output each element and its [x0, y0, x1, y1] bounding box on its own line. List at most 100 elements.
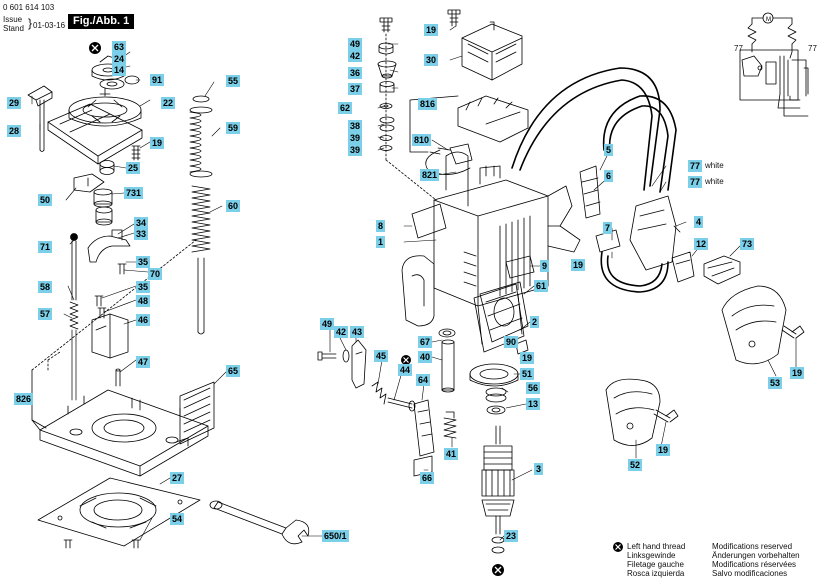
callout-38[interactable]: 38 — [348, 120, 363, 132]
housing-1 — [433, 151, 581, 307]
callout-23[interactable]: 23 — [504, 530, 519, 542]
dash-826-b — [31, 419, 41, 431]
callout-826[interactable]: 826 — [14, 393, 34, 405]
callout-57[interactable]: 57 — [38, 308, 53, 320]
callout-2[interactable]: 2 — [530, 316, 540, 328]
callout-24[interactable]: 24 — [112, 53, 127, 65]
callout-19-d[interactable]: 19 — [790, 367, 805, 379]
callout-650-1[interactable]: 650/1 — [322, 530, 349, 542]
callout-66[interactable]: 66 — [420, 472, 435, 484]
chip-guard-65 — [175, 381, 215, 447]
callout-5[interactable]: 5 — [604, 144, 614, 156]
callout-77-white-2[interactable]: 77 — [688, 176, 703, 188]
callout-39-a[interactable]: 39 — [348, 132, 363, 144]
sleeve-731-lower — [95, 206, 113, 226]
callout-53[interactable]: 53 — [768, 377, 783, 389]
callout-61[interactable]: 61 — [534, 280, 549, 292]
callout-816[interactable]: 816 — [418, 98, 438, 110]
callout-3[interactable]: 3 — [534, 463, 544, 475]
callout-12[interactable]: 12 — [694, 238, 709, 250]
callout-34[interactable]: 34 — [134, 217, 149, 229]
brush-holders-90 — [515, 339, 529, 355]
callout-65[interactable]: 65 — [226, 365, 241, 377]
callout-42-b[interactable]: 42 — [334, 326, 349, 338]
callout-55[interactable]: 55 — [226, 75, 241, 87]
callout-37[interactable]: 37 — [348, 83, 363, 95]
callout-44[interactable]: 44 — [398, 364, 413, 376]
callout-49-a[interactable]: 49 — [348, 38, 363, 50]
nut-25 — [99, 160, 115, 175]
callout-35-b[interactable]: 35 — [136, 281, 151, 293]
callout-91[interactable]: 91 — [150, 74, 165, 86]
handle-cover-52 — [605, 378, 661, 446]
stator-2 — [473, 283, 525, 353]
callout-73[interactable]: 73 — [740, 238, 755, 250]
callout-25[interactable]: 25 — [126, 162, 141, 174]
callout-49-b[interactable]: 49 — [320, 318, 335, 330]
ring-42b — [342, 349, 350, 363]
callout-19-c[interactable]: 19 — [520, 352, 535, 364]
callout-28[interactable]: 28 — [7, 125, 22, 137]
callout-731[interactable]: 731 — [124, 187, 144, 199]
callout-42-a[interactable]: 42 — [348, 50, 363, 62]
callout-67[interactable]: 67 — [418, 336, 433, 348]
callout-48[interactable]: 48 — [136, 295, 151, 307]
callout-71[interactable]: 71 — [38, 241, 53, 253]
callout-810[interactable]: 810 — [412, 134, 432, 146]
handle-cover-53 — [721, 285, 787, 365]
callout-29[interactable]: 29 — [7, 97, 22, 109]
rod-58 — [70, 233, 78, 301]
callout-54[interactable]: 54 — [170, 513, 185, 525]
callout-36[interactable]: 36 — [348, 67, 363, 79]
callout-40[interactable]: 40 — [418, 351, 433, 363]
callout-63[interactable]: 63 — [112, 41, 127, 53]
legend-mod-en: Modifications reserved — [712, 542, 793, 551]
callout-45[interactable]: 45 — [374, 350, 389, 362]
callout-35-a[interactable]: 35 — [136, 256, 151, 268]
callout-41[interactable]: 41 — [444, 448, 459, 460]
bellows-59 — [189, 106, 213, 178]
callout-19-top[interactable]: 19 — [424, 24, 439, 36]
marker-x-top: X — [92, 43, 93, 44]
callout-22[interactable]: 22 — [161, 97, 176, 109]
callout-1[interactable]: 1 — [376, 236, 386, 248]
callout-50[interactable]: 50 — [38, 194, 53, 206]
callout-60[interactable]: 60 — [226, 200, 241, 212]
callout-46[interactable]: 46 — [136, 314, 151, 326]
callout-56[interactable]: 56 — [526, 382, 541, 394]
callout-14[interactable]: 14 — [112, 64, 127, 76]
callout-7[interactable]: 7 — [603, 222, 613, 234]
callout-19-e[interactable]: 19 — [656, 444, 671, 456]
callout-52[interactable]: 52 — [628, 459, 643, 471]
legend-thread-es: Rosca izquierda — [627, 569, 685, 578]
callout-30[interactable]: 30 — [424, 54, 439, 66]
screw-35a — [117, 263, 127, 275]
callout-47[interactable]: 47 — [136, 356, 151, 368]
callout-62[interactable]: 62 — [338, 102, 353, 114]
callout-6[interactable]: 6 — [604, 170, 614, 182]
sleeve-37 — [379, 81, 395, 93]
knob-50 — [73, 173, 105, 193]
callout-58[interactable]: 58 — [38, 281, 53, 293]
callout-43[interactable]: 43 — [350, 326, 365, 338]
callout-70[interactable]: 70 — [148, 268, 163, 280]
legend-modifications: Modifications reserved Änderungen vorbeh… — [712, 542, 800, 578]
wire-color-1: white — [705, 161, 724, 170]
callout-77-white-1[interactable]: 77 — [688, 160, 703, 172]
callout-19-b[interactable]: 19 — [571, 259, 586, 271]
handle-left — [401, 255, 435, 327]
callout-90[interactable]: 90 — [504, 336, 519, 348]
callout-19-left[interactable]: 19 — [150, 137, 165, 149]
callout-13[interactable]: 13 — [526, 398, 541, 410]
callout-51[interactable]: 51 — [520, 368, 535, 380]
callout-33[interactable]: 33 — [134, 228, 149, 240]
callout-4[interactable]: 4 — [694, 216, 704, 228]
callout-8-a[interactable]: 8 — [376, 220, 386, 232]
callout-27[interactable]: 27 — [170, 472, 185, 484]
callout-59[interactable]: 59 — [226, 122, 241, 134]
callout-64[interactable]: 64 — [416, 374, 431, 386]
callout-821[interactable]: 821 — [420, 169, 440, 181]
callout-39-b[interactable]: 39 — [348, 144, 363, 156]
turret-ring — [99, 78, 125, 90]
callout-9[interactable]: 9 — [540, 260, 550, 272]
